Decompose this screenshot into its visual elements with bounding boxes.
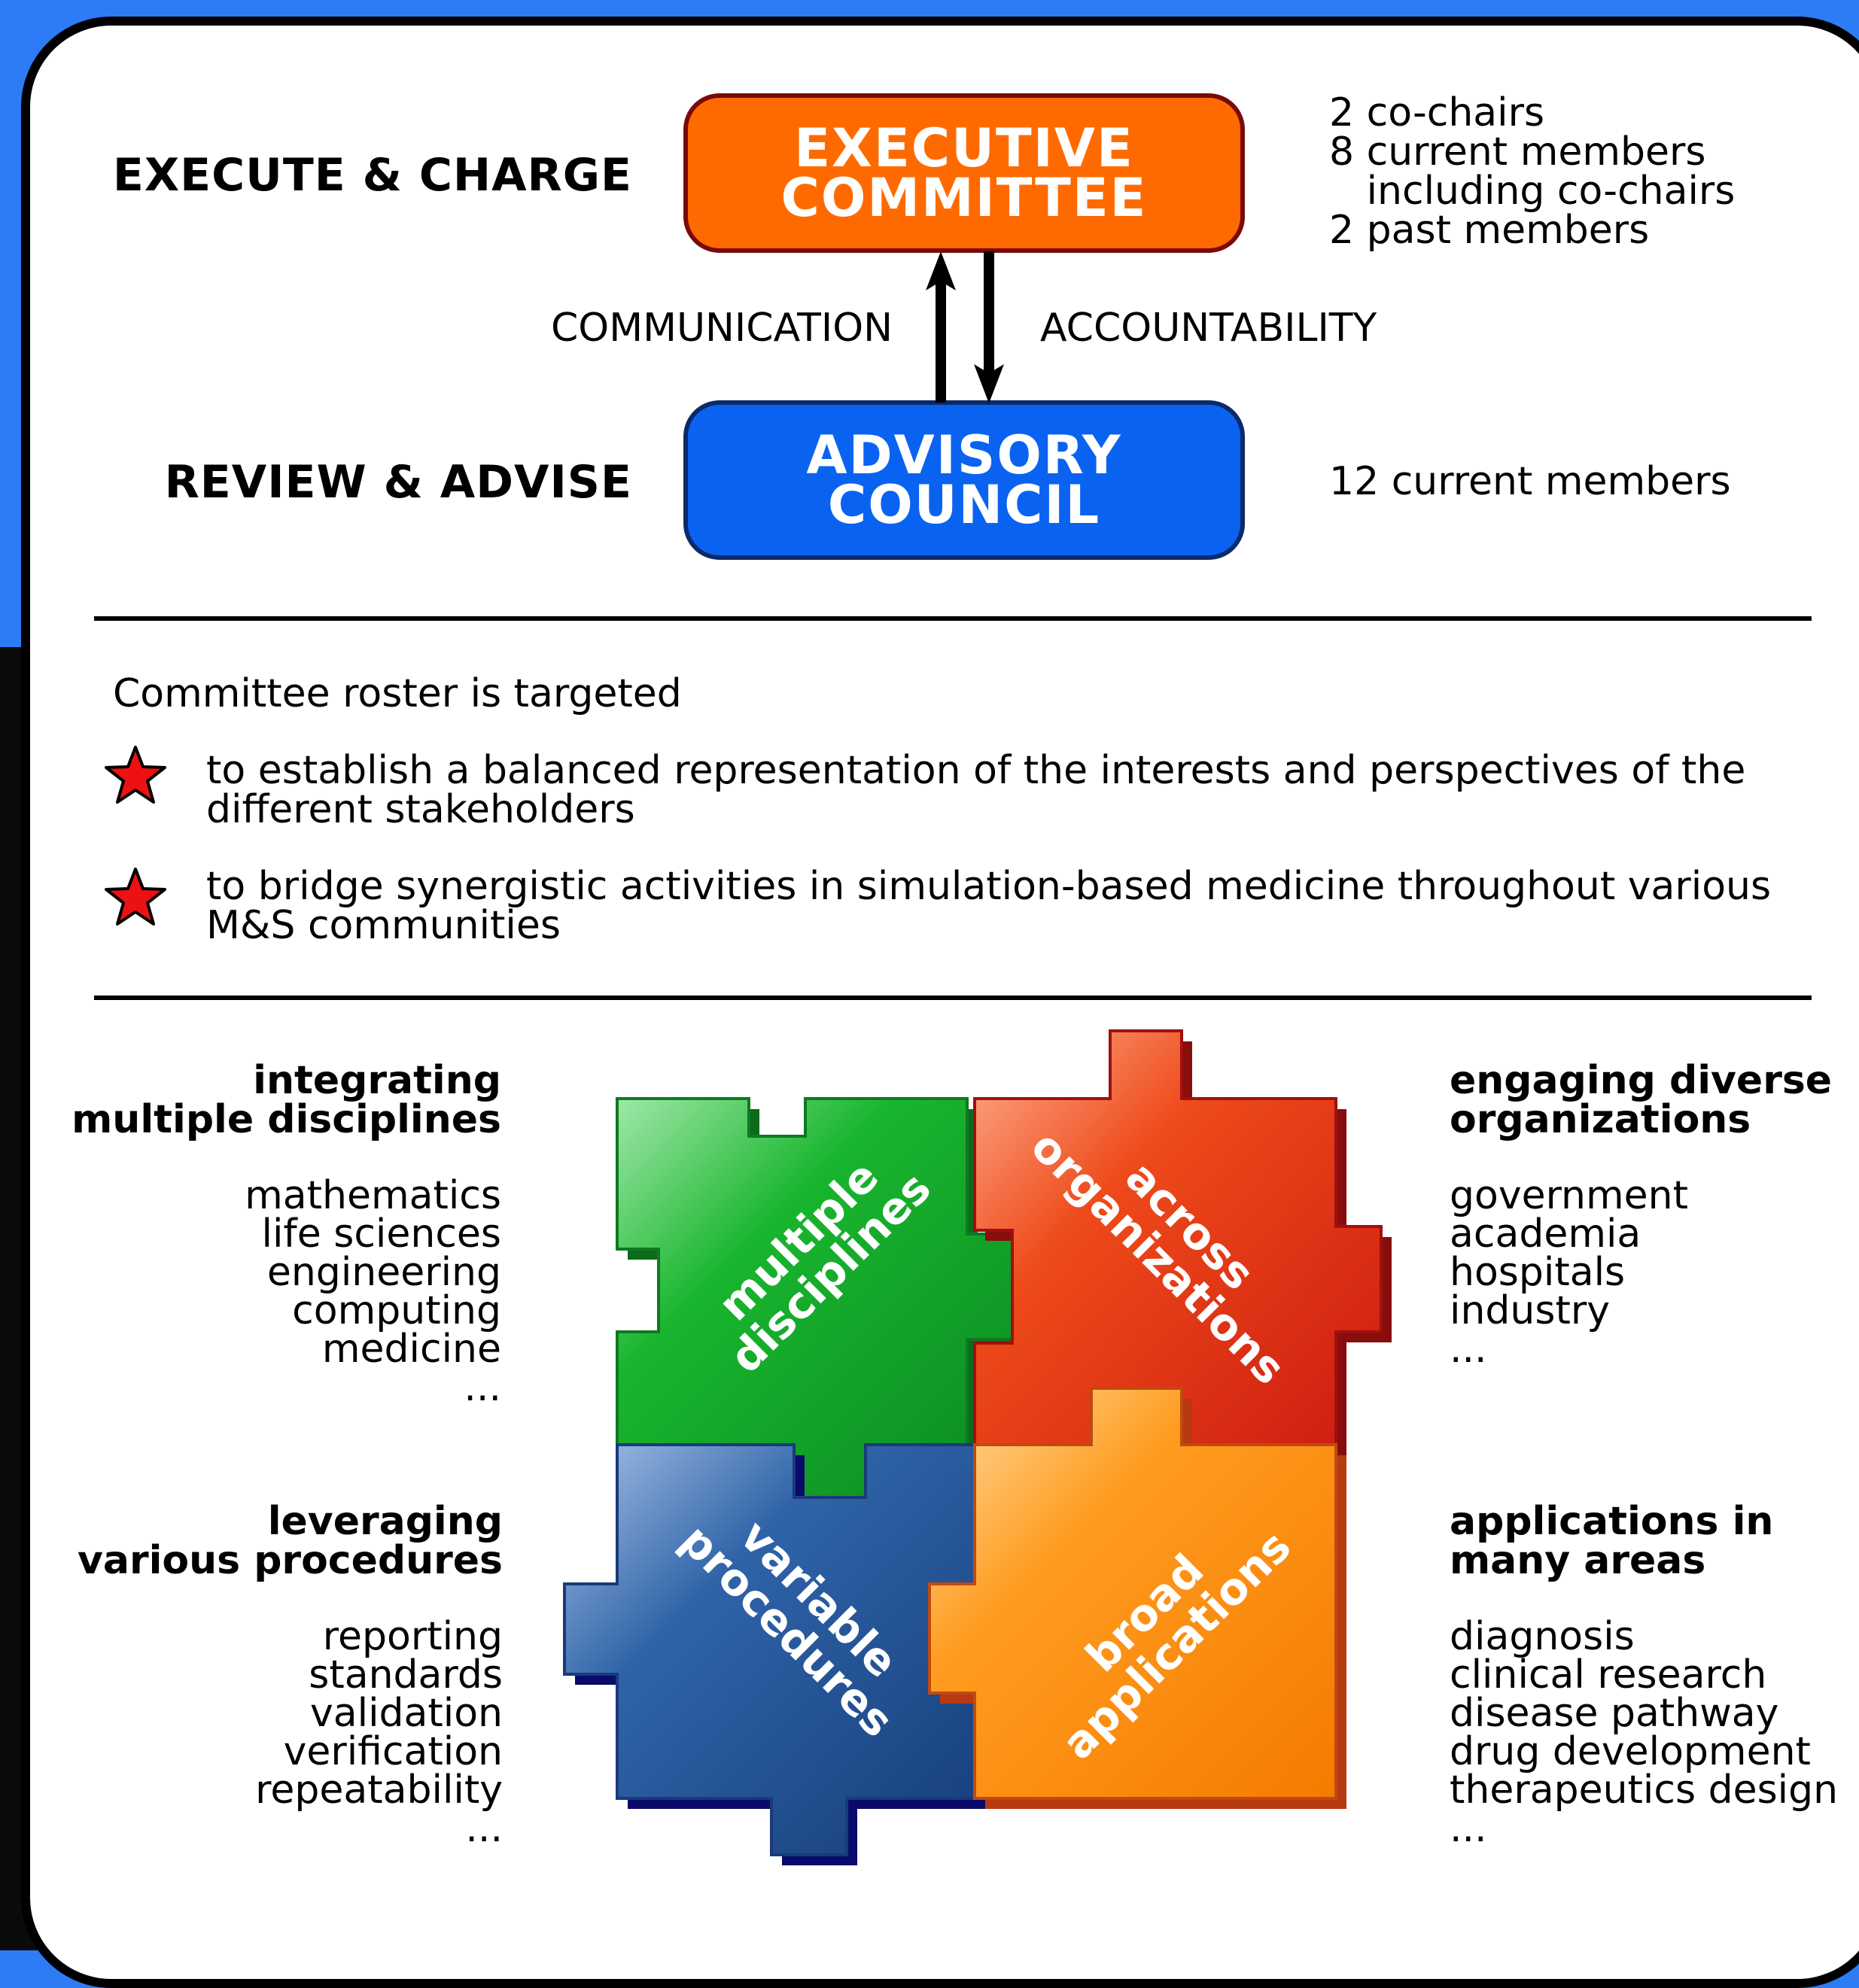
exec-info-line: including co-chairs	[1329, 169, 1736, 214]
list-item: academia	[1450, 1211, 1641, 1257]
advisory-line1: ADVISORY	[806, 424, 1122, 486]
advisory-line2: COUNCIL	[827, 474, 1101, 536]
advisory-info: 12 current members	[1329, 459, 1731, 504]
list-item: industry	[1450, 1288, 1611, 1333]
list-item: standards	[309, 1652, 503, 1698]
roster-bullet-2: to bridge synergistic activities in simu…	[206, 867, 1771, 945]
list-item: computing	[292, 1288, 501, 1333]
top-left-heading: integrating multiple disciplines	[72, 1061, 501, 1139]
arrow-down-icon	[974, 251, 1004, 403]
list-item: life sciences	[261, 1211, 501, 1257]
arrow-up-icon	[926, 251, 956, 403]
bottom-right-heading: applications in many areas	[1450, 1502, 1773, 1580]
bullet-line: to bridge synergistic activities in simu…	[206, 864, 1772, 909]
exec-info-line: 8 current members	[1329, 129, 1706, 175]
heading-line: integrating	[253, 1058, 501, 1103]
communication-label: COMMUNICATION	[551, 305, 893, 351]
bullet-line: different stakeholders	[206, 787, 635, 832]
heading-line: engaging diverse	[1450, 1058, 1833, 1103]
list-item: mathematics	[245, 1173, 501, 1218]
execute-charge-label: EXECUTE & CHARGE	[112, 149, 632, 202]
roster-intro: Committee roster is targeted	[113, 671, 682, 716]
list-item: hospitals	[1450, 1250, 1626, 1295]
list-item: reporting	[322, 1614, 503, 1659]
puzzle-piece-variable-procedures	[563, 1443, 985, 1865]
heading-line: applications in	[1450, 1499, 1774, 1544]
top-left-list: mathematics life sciences engineering co…	[245, 1173, 501, 1410]
top-right-heading: engaging diverse organizations	[1450, 1061, 1832, 1139]
heading-line: organizations	[1450, 1097, 1751, 1142]
heading-line: many areas	[1450, 1538, 1706, 1583]
list-item: ...	[1450, 1327, 1487, 1372]
list-item: clinical research	[1450, 1652, 1767, 1698]
puzzle-piece-across-organizations	[973, 1029, 1392, 1469]
executive-info: 2 co-chairs 8 current members including …	[1329, 93, 1735, 250]
heading-line: multiple disciplines	[72, 1097, 501, 1142]
exec-info-line: 2 past members	[1329, 208, 1650, 253]
list-item: government	[1450, 1173, 1689, 1218]
bottom-left-heading: leveraging various procedures	[78, 1502, 503, 1580]
heading-line: leveraging	[267, 1499, 503, 1544]
puzzle-piece-broad-applications	[928, 1387, 1346, 1809]
top-right-list: government academia hospitals industry .…	[1450, 1173, 1689, 1372]
exec-info-line: 2 co-chairs	[1329, 90, 1545, 135]
advisory-council-box: ADVISORY COUNCIL	[683, 400, 1245, 560]
divider	[94, 616, 1812, 621]
executive-line2: COMMITTEE	[780, 167, 1148, 229]
divider	[94, 996, 1812, 1000]
list-item: ...	[464, 1365, 501, 1410]
bottom-left-list: reporting standards validation verificat…	[255, 1614, 503, 1851]
list-item: ...	[465, 1806, 503, 1851]
bullet-line: M&S communities	[206, 903, 561, 948]
list-item: diagnosis	[1450, 1614, 1635, 1659]
accountability-label: ACCOUNTABILITY	[1040, 305, 1377, 351]
bullet-line: to establish a balanced representation o…	[206, 748, 1746, 793]
list-item: repeatability	[255, 1768, 503, 1813]
list-item: engineering	[266, 1250, 501, 1295]
review-advise-label: REVIEW & ADVISE	[164, 456, 632, 509]
puzzle-graphic: multiple disciplines across organization…	[563, 1029, 1392, 1865]
executive-line1: EXECUTIVE	[794, 117, 1134, 179]
list-item: validation	[309, 1691, 503, 1736]
bottom-right-list: diagnosis clinical research disease path…	[1450, 1614, 1839, 1851]
executive-committee-box: EXECUTIVE COMMITTEE	[683, 93, 1245, 253]
list-item: ...	[1450, 1806, 1487, 1851]
list-item: therapeutics design	[1450, 1768, 1839, 1813]
list-item: drug development	[1450, 1729, 1811, 1774]
roster-bullet-1: to establish a balanced representation o…	[206, 751, 1745, 829]
red-star-icon	[105, 868, 166, 926]
list-item: verification	[283, 1729, 503, 1774]
list-item: medicine	[321, 1327, 501, 1372]
puzzle-piece-multiple-disciplines	[616, 1097, 1023, 1508]
heading-line: various procedures	[77, 1538, 503, 1583]
two-way-arrows	[926, 251, 1004, 403]
list-item: disease pathway	[1450, 1691, 1779, 1736]
red-star-icon	[105, 746, 166, 804]
